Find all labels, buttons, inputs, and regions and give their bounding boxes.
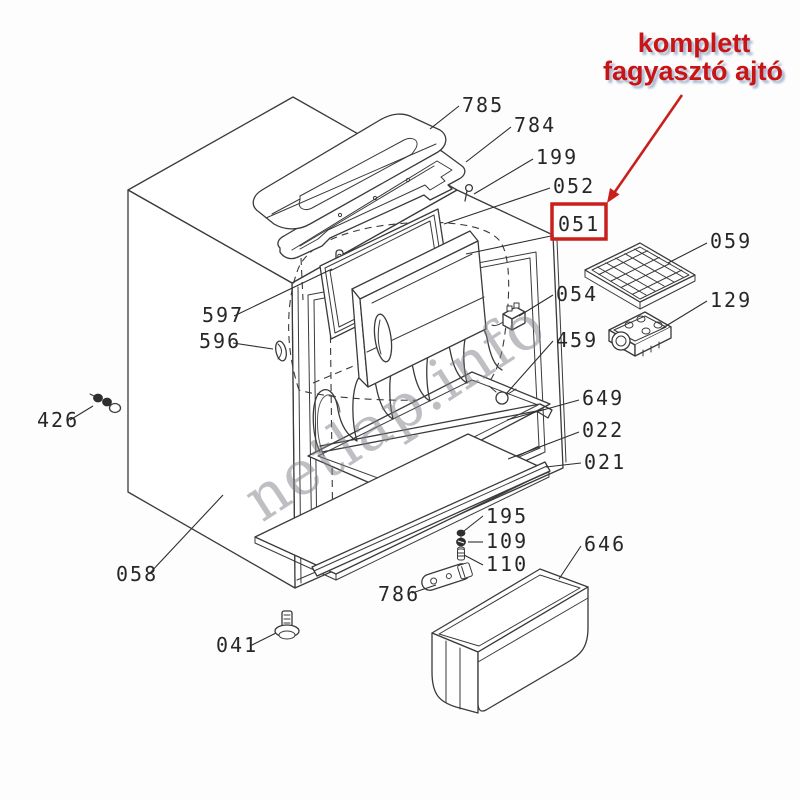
annotation-line1: komplett — [638, 28, 751, 58]
part-label-052: 052 — [443, 174, 595, 225]
shelf-front-trim — [311, 461, 551, 577]
part-label-459: 459 — [505, 328, 598, 395]
part-number-195: 195 — [486, 504, 528, 528]
part-label-129: 129 — [660, 288, 752, 330]
fastener-110 — [457, 546, 465, 561]
part-label-646: 646 — [558, 532, 626, 580]
ice-cube-tray — [584, 242, 696, 310]
highlight-box-051 — [550, 202, 608, 241]
part-number-597: 597 — [202, 303, 244, 327]
hole-plug — [275, 340, 287, 362]
annotation-line2: fagyasztó ajtó — [603, 56, 783, 86]
part-number-646: 646 — [584, 532, 626, 556]
lamp-housing — [488, 385, 517, 405]
part-number-051: 051 — [558, 212, 600, 236]
part-label-109: 109 — [468, 529, 528, 553]
bottom-drawer — [431, 568, 589, 714]
highlight-overlay — [550, 94, 684, 241]
part-number-059: 059 — [710, 229, 752, 253]
part-number-109: 109 — [486, 529, 528, 553]
top-trim-frame — [277, 148, 466, 260]
part-label-054: 054 — [518, 282, 598, 317]
part-label-785: 785 — [429, 93, 504, 130]
part-number-041: 041 — [216, 633, 258, 657]
part-number-649: 649 — [582, 386, 624, 410]
part-label-021: 021 — [545, 450, 626, 474]
egg-holder — [608, 311, 672, 357]
freezer-door — [351, 230, 487, 388]
part-number-052: 052 — [553, 174, 595, 198]
part-number-129: 129 — [710, 288, 752, 312]
part-label-426: 426 — [37, 405, 94, 432]
part-label-051: 051 — [465, 212, 600, 255]
part-number-110: 110 — [486, 552, 528, 576]
annotation-arrow-head — [607, 188, 620, 203]
part-number-058: 058 — [116, 562, 158, 586]
part-number-459: 459 — [556, 328, 598, 352]
part-labels: 785 784 199 052 051 059 129 054 — [37, 93, 752, 657]
part-number-596: 596 — [199, 329, 241, 353]
part-label-596: 596 — [199, 329, 274, 353]
part-number-054: 054 — [556, 282, 598, 306]
part-label-597: 597 — [202, 268, 333, 327]
part-label-649: 649 — [506, 386, 624, 421]
part-number-021: 021 — [584, 450, 626, 474]
part-label-110: 110 — [463, 552, 528, 576]
part-label-041: 041 — [216, 632, 277, 657]
part-label-058: 058 — [116, 494, 224, 586]
part-number-426: 426 — [37, 408, 79, 432]
fastener-109 — [456, 537, 466, 547]
part-number-785: 785 — [462, 93, 504, 117]
part-label-059: 059 — [667, 229, 752, 264]
annotation-line2-shadow: fagyasztó ajtó — [606, 59, 786, 89]
part-number-199: 199 — [536, 145, 578, 169]
part-number-786: 786 — [378, 582, 420, 606]
screw-199 — [464, 183, 474, 202]
annotation-line1-shadow: komplett — [641, 31, 754, 61]
part-label-784: 784 — [465, 113, 556, 163]
part-label-786: 786 — [378, 582, 437, 606]
top-cover-panel — [252, 113, 447, 230]
annotation-title: komplett fagyasztó ajtó komplett fagyasz… — [603, 28, 786, 89]
part-number-022: 022 — [582, 418, 624, 442]
fastener-195 — [456, 529, 466, 539]
part-label-199: 199 — [473, 145, 578, 195]
annotation-arrow-line — [610, 94, 684, 197]
screw-426 — [89, 393, 122, 414]
leveling-foot — [274, 610, 300, 640]
part-number-784: 784 — [514, 113, 556, 137]
part-label-195: 195 — [463, 504, 528, 532]
part-label-022: 022 — [507, 418, 624, 460]
door-bracket — [421, 562, 473, 591]
